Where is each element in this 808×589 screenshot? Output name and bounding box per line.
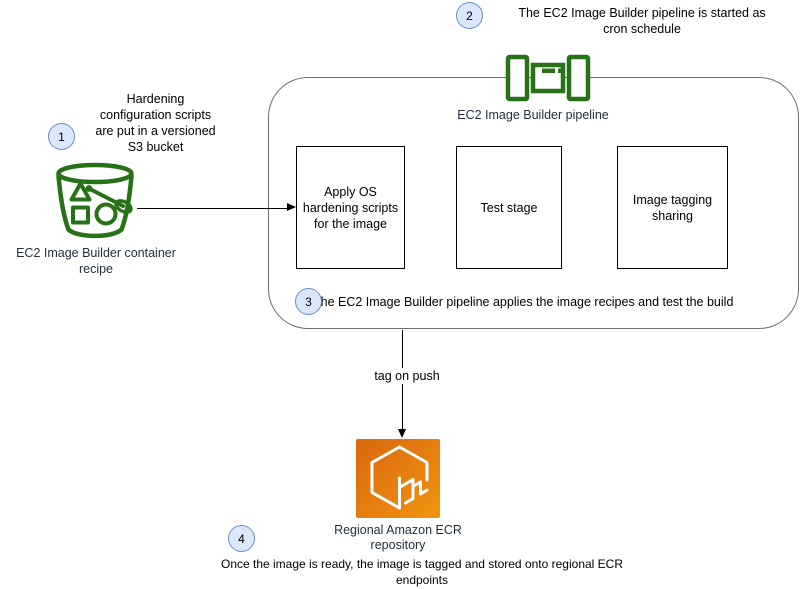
step-4-badge: 4 <box>228 525 255 552</box>
tag-on-push-label: tag on push <box>370 368 444 384</box>
arrow-bucket-to-pipeline-head-icon <box>287 203 296 211</box>
stage-test: Test stage <box>456 146 562 269</box>
arrow-bucket-to-pipeline-line <box>137 208 288 209</box>
step-4-text: Once the image is ready, the image is ta… <box>220 557 623 587</box>
step-3-badge: 3 <box>295 288 322 315</box>
stage-test-label: Test stage <box>480 200 538 215</box>
step-2-badge: 2 <box>456 2 483 29</box>
bucket-recipe-label: EC2 Image Builder container recipe <box>16 246 176 276</box>
ecr-label: Regional Amazon ECR repository <box>334 523 462 552</box>
stage-image-tagging-sharing-label: Image tagging sharing <box>632 192 713 223</box>
step-3-number: 3 <box>305 294 312 309</box>
step-1-number: 1 <box>58 129 65 144</box>
amazon-ecr-icon <box>356 439 440 518</box>
step-1-badge: 1 <box>48 123 75 150</box>
step-3-text: The EC2 Image Builder pipeline applies t… <box>313 295 734 309</box>
step-4-number: 4 <box>238 531 245 546</box>
stage-image-tagging-sharing: Image tagging sharing <box>617 146 728 269</box>
arrow-pipeline-to-ecr-head-icon <box>398 429 406 438</box>
pipeline-label: EC2 Image Builder pipeline <box>457 108 609 122</box>
step-1-text: Hardening configuration scripts are put … <box>95 92 216 154</box>
stage-apply-os-hardening-label: Apply OS hardening scripts for the image <box>302 184 399 231</box>
stage-apply-os-hardening: Apply OS hardening scripts for the image <box>296 146 405 269</box>
step-2-text: The EC2 Image Builder pipeline is starte… <box>518 6 766 36</box>
step-2-number: 2 <box>466 8 473 23</box>
ec2-image-builder-pipeline-icon <box>505 54 591 102</box>
s3-bucket-icon <box>56 162 134 239</box>
